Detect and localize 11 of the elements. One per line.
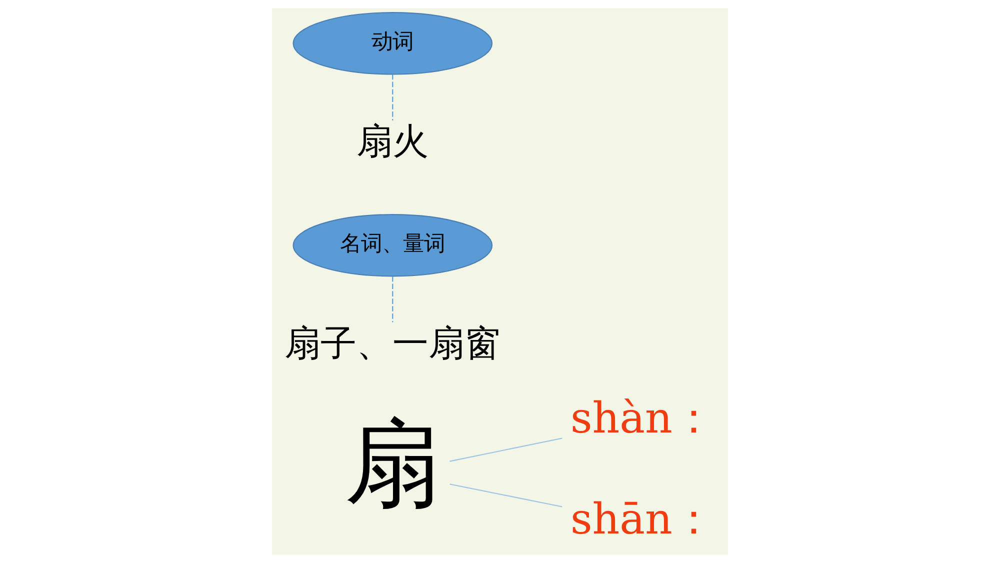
node-text: shàn： bbox=[570, 394, 716, 444]
node-text: 扇 bbox=[344, 408, 441, 520]
node-text: shān： bbox=[570, 495, 716, 544]
node-text: 扇子、一扇窗 bbox=[284, 322, 501, 365]
connector bbox=[392, 74, 394, 120]
node-ellipse: 动词 bbox=[292, 12, 493, 75]
connector bbox=[450, 484, 562, 508]
connector bbox=[392, 276, 394, 322]
node-ellipse: 名词、量词 bbox=[292, 214, 493, 277]
node-text: 扇火 bbox=[356, 120, 429, 163]
connector bbox=[450, 438, 562, 462]
